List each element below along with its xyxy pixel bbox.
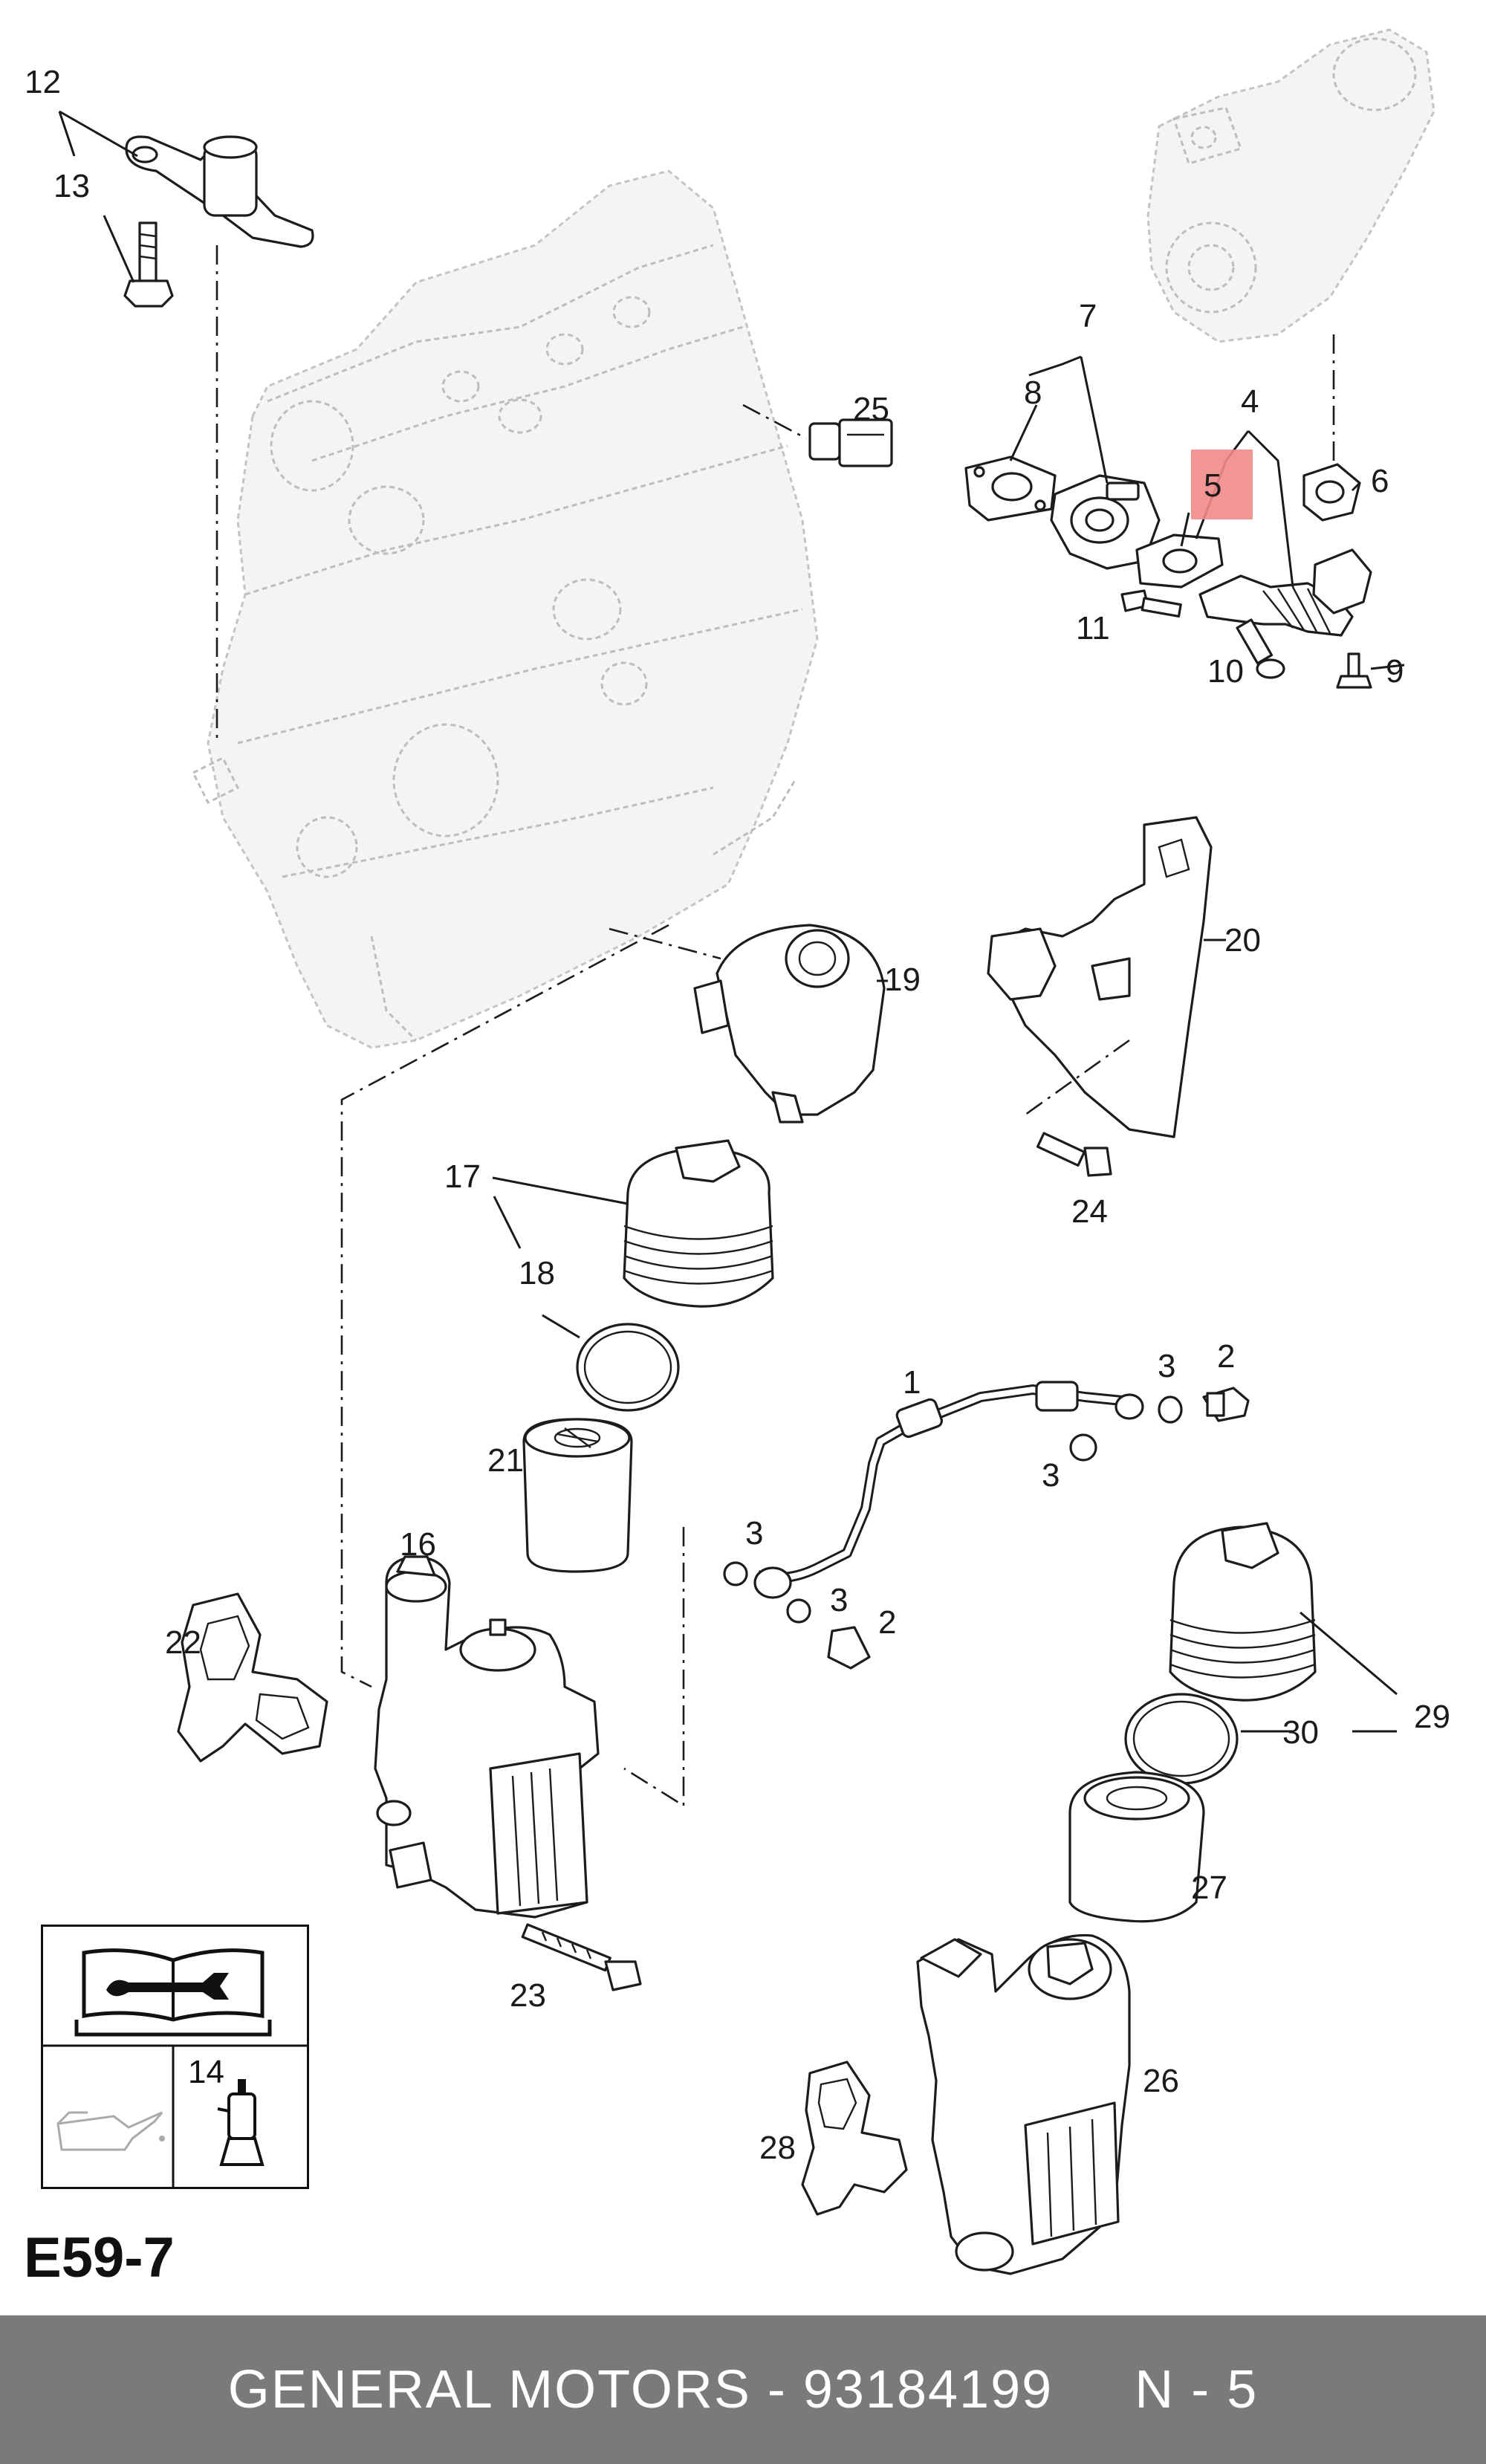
part-18-o-ring — [576, 1323, 680, 1412]
part-23-bolt — [521, 1923, 642, 1991]
repair-manual-icon — [74, 1948, 272, 2037]
part-27-filter-element — [1068, 1771, 1205, 1923]
part-26-filter-housing — [916, 1933, 1131, 2275]
oil-can-icon — [56, 2111, 165, 2151]
callout-22: 22 — [165, 1624, 201, 1661]
part-17-filter-cap — [623, 1139, 774, 1308]
footer-text: GENERAL MOTORS - 93184199 N - 5 — [227, 2360, 1259, 2419]
callout-26: 26 — [1143, 2063, 1179, 2099]
footer-position: N - 5 — [1135, 2360, 1259, 2419]
part-13-bolt — [123, 221, 174, 308]
part-25-sensor — [808, 418, 893, 467]
footer-part-number: 93184199 — [802, 2360, 1054, 2419]
callout-16: 16 — [400, 1526, 436, 1563]
callout-24: 24 — [1071, 1193, 1108, 1230]
sealant-tube-icon: 14 — [188, 2054, 265, 2166]
part-21-filter-element — [522, 1418, 633, 1573]
footer-bar: GENERAL MOTORS - 93184199 N - 5 — [0, 2315, 1486, 2464]
legend-item-label: 14 — [188, 2054, 224, 2090]
legend-graphics: 14 — [43, 1948, 307, 2187]
callout-21: 21 — [487, 1442, 524, 1479]
callout-labels: 12 13 25 7 8 4 5 6 11 10 9 20 19 24 17 1… — [25, 64, 1450, 2166]
part-1-oil-pipe — [753, 1381, 1144, 1599]
part-8-gasket — [964, 455, 1057, 522]
callout-19: 19 — [884, 962, 921, 998]
callout-1: 1 — [903, 1364, 921, 1401]
callout-30: 30 — [1282, 1714, 1319, 1751]
callout-20: 20 — [1224, 922, 1261, 959]
part-19-heat-shield — [693, 924, 886, 1124]
callout-5: 5 — [1204, 467, 1221, 504]
part-24-bolt — [1036, 1132, 1112, 1177]
turbocharger-outline — [1146, 28, 1435, 343]
part-12-bracket — [125, 135, 314, 248]
callout-6: 6 — [1371, 463, 1389, 499]
line-sensor — [742, 403, 807, 440]
callout-3c: 3 — [745, 1515, 763, 1552]
callout-27: 27 — [1191, 1870, 1227, 1906]
line-bracket-bolt — [1025, 1039, 1130, 1116]
part-9-stud — [1336, 652, 1372, 689]
part-20-bracket — [987, 816, 1213, 1138]
callout-29: 29 — [1414, 1699, 1450, 1735]
callout-2a: 2 — [1217, 1338, 1235, 1375]
callout-2b: 2 — [878, 1604, 896, 1641]
callout-12: 12 — [25, 64, 61, 100]
callout-17: 17 — [444, 1158, 481, 1195]
callout-4: 4 — [1241, 383, 1259, 420]
callout-23: 23 — [510, 1977, 546, 2014]
callout-28: 28 — [759, 2130, 796, 2166]
engine-block-outline — [191, 169, 819, 1049]
part-6-flange — [1312, 548, 1372, 615]
callout-9: 9 — [1386, 653, 1404, 690]
part-30-o-ring — [1124, 1693, 1239, 1785]
page-code: E59-7 — [24, 2226, 175, 2289]
callout-18: 18 — [519, 1255, 555, 1291]
line-block-to-housing — [340, 924, 669, 1688]
line-pipe-to-cooler — [623, 1527, 685, 1808]
washers-and-bolts-part-2-3 — [723, 1387, 1250, 1670]
legend-box: 14 — [41, 1925, 309, 2189]
part-28-gasket — [801, 2061, 908, 2216]
callout-3b: 3 — [1042, 1457, 1060, 1494]
callout-25: 25 — [853, 391, 889, 427]
callout-8: 8 — [1024, 375, 1042, 411]
part-29-filter-cap — [1169, 1522, 1317, 1702]
part-16-filter-housing — [374, 1555, 600, 1919]
callout-3a: 3 — [1158, 1348, 1175, 1384]
line-heat-shield — [609, 927, 721, 960]
callout-7: 7 — [1079, 298, 1097, 334]
part-6-gasket — [1302, 463, 1361, 522]
callout-13: 13 — [53, 168, 90, 204]
highlight-box — [1191, 450, 1253, 519]
callout-3d: 3 — [830, 1582, 848, 1618]
callout-10: 10 — [1207, 653, 1244, 690]
part-5-gasket — [1135, 534, 1224, 589]
part-11-bolt — [1120, 589, 1182, 618]
part-10-bolt — [1236, 618, 1285, 679]
footer-brand: GENERAL MOTORS — [227, 2360, 751, 2419]
part-22-gasket — [177, 1592, 328, 1763]
callout-11: 11 — [1076, 610, 1110, 646]
